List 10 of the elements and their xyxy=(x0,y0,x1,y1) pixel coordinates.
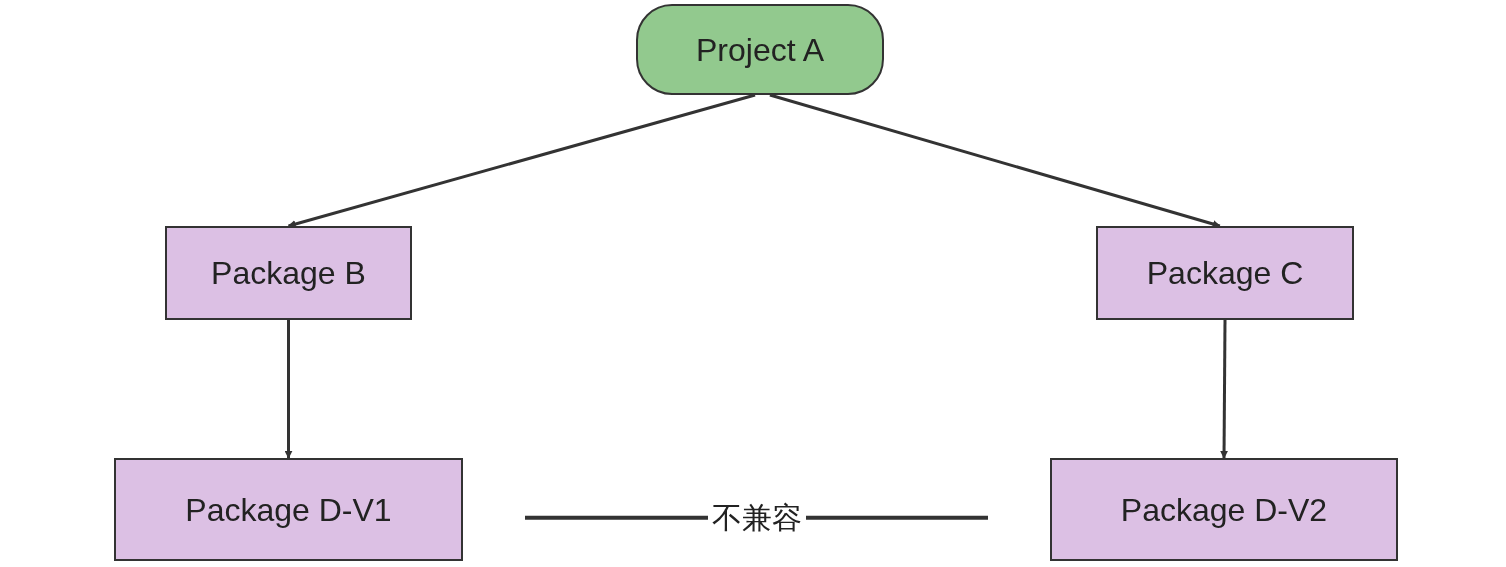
process-box: Package B xyxy=(165,226,412,320)
edge-label: 不兼容 xyxy=(707,502,806,533)
process-box: Package C xyxy=(1096,226,1354,320)
arrow xyxy=(769,93,1221,228)
arrow xyxy=(1220,320,1229,459)
process-box: Package D-V2 xyxy=(1050,458,1398,561)
process-box: Package D-V1 xyxy=(114,458,463,561)
arrow xyxy=(287,93,756,228)
terminal-node: Project A xyxy=(636,4,884,95)
arrow xyxy=(284,320,293,459)
